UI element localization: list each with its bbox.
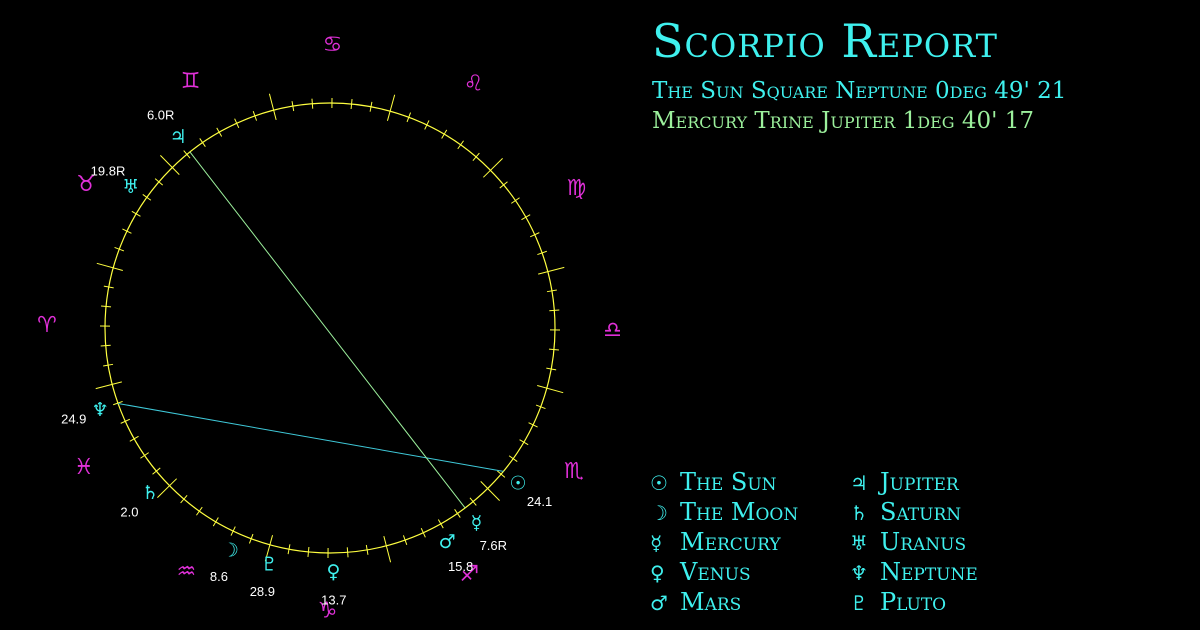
wheel-ticks — [95, 93, 565, 563]
venus-degree-label: 13.7 — [321, 592, 346, 607]
legend-label: Mercury — [680, 528, 781, 556]
saturn-icon: ♄ — [850, 501, 868, 525]
legend-label: Jupiter — [880, 468, 959, 496]
natal-chart-wheel: ♈ ♉ ♊ ♋ ♌ ♍ ♎ ♏ ♐ ♑ ♒ ♓ ☉24.1 ☽ 8.6 ☿ 7.6R ♀ 13.7 ♂ 15.8 ♃ 6.… — [37, 33, 620, 624]
neptune-degree-label: 24.9 — [61, 412, 86, 427]
taurus-sign-icon: ♉ — [76, 172, 96, 197]
pluto-degree-label: 28.9 — [250, 584, 275, 599]
sun-degree-label: 24.1 — [527, 494, 552, 509]
mars-icon: ♂ — [650, 591, 668, 615]
mercury-icon: ☿ — [471, 512, 483, 534]
cancer-sign-icon: ♋ — [323, 33, 343, 58]
legend-item-venus: ♀ Venus — [650, 560, 751, 584]
scorpio-sign-icon: ♏ — [564, 459, 584, 484]
sign-boundary-tick — [386, 94, 396, 121]
mercury-jupiter-trine-line — [189, 151, 466, 509]
sign-boundary-tick — [96, 262, 123, 272]
pluto-icon: ♇ — [850, 591, 868, 615]
sign-boundary-tick — [264, 535, 274, 562]
moon-degree-label: 8.6 — [210, 569, 228, 584]
moon-icon: ☽ — [222, 540, 239, 562]
libra-sign-icon: ♎ — [603, 318, 620, 343]
mars-icon: ♂ — [439, 531, 456, 553]
legend-item-jupiter: ♃ Jupiter — [850, 470, 959, 494]
aquarius-sign-icon: ♒ — [176, 559, 196, 584]
aspect-lines — [117, 151, 504, 509]
sign-boundary-tick — [157, 478, 178, 498]
sagittarius-sign-icon: ♐ — [459, 562, 479, 587]
saturn-degree-label: 2.0 — [120, 504, 138, 519]
legend-label: Pluto — [880, 588, 947, 616]
wheel-circle — [104, 102, 556, 554]
legend-item-mercury: ☿ Mercury — [650, 530, 781, 554]
sun-neptune-square-line — [117, 402, 504, 472]
planet-glyphs: ☉24.1 ☽ 8.6 ☿ 7.6R ♀ 13.7 ♂ 15.8 ♃ 6.0R ♄ 2.0 ♅19.8R ♆… — [61, 108, 552, 608]
pisces-sign-icon: ♓ — [74, 455, 94, 480]
venus-icon: ♀ — [326, 561, 340, 583]
mercury-degree-label: 7.6R — [480, 538, 507, 553]
sign-boundary-tick — [383, 536, 392, 563]
legend-item-moon: ☽ The Moon — [650, 500, 798, 524]
jupiter-degree-label: 6.0R — [147, 108, 174, 123]
uranus-icon: ♅ — [122, 176, 139, 198]
leo-sign-icon: ♌ — [464, 72, 484, 97]
jupiter-icon: ♃ — [170, 126, 187, 148]
sign-boundary-tick — [95, 381, 122, 390]
legend-label: Mars — [680, 588, 742, 616]
jupiter-icon: ♃ — [850, 471, 868, 495]
legend-item-uranus: ♅ Uranus — [850, 530, 966, 554]
report-title: Scorpio Report — [652, 14, 998, 68]
sign-boundary-tick — [480, 480, 500, 501]
pluto-icon: ♇ — [261, 553, 278, 575]
legend-item-mars: ♂ Mars — [650, 590, 741, 614]
neptune-icon: ♆ — [850, 561, 868, 585]
legend-item-sun: ☉ The Sun — [650, 470, 777, 494]
saturn-icon: ♄ — [142, 482, 159, 504]
legend-label: Saturn — [880, 498, 962, 526]
moon-icon: ☽ — [650, 501, 668, 525]
legend-label: Neptune — [880, 558, 978, 586]
sign-boundary-tick — [537, 384, 564, 394]
neptune-icon: ♆ — [92, 399, 109, 421]
sign-boundary-tick — [482, 158, 503, 178]
aries-sign-icon: ♈ — [37, 313, 57, 338]
uranus-degree-label: 19.8R — [91, 163, 126, 178]
sign-boundary-tick — [268, 93, 277, 120]
sun-icon: ☉ — [509, 473, 526, 495]
legend-label: The Sun — [680, 468, 777, 496]
sign-boundary-tick — [538, 266, 565, 275]
mars-degree-label: 15.8 — [448, 559, 473, 574]
legend-item-pluto: ♇ Pluto — [850, 590, 946, 614]
sun-icon: ☉ — [650, 471, 668, 495]
legend-item-saturn: ♄ Saturn — [850, 500, 961, 524]
uranus-icon: ♅ — [850, 531, 868, 555]
gemini-sign-icon: ♊ — [181, 69, 201, 94]
legend-label: Uranus — [880, 528, 967, 556]
sign-boundary-tick — [160, 155, 180, 176]
venus-icon: ♀ — [650, 561, 665, 585]
zodiac-signs: ♈ ♉ ♊ ♋ ♌ ♍ ♎ ♏ ♐ ♑ ♒ ♓ — [37, 33, 620, 624]
mercury-icon: ☿ — [650, 531, 663, 555]
aspect-sun-square-neptune: The Sun Square Neptune 0deg 49' 21 — [652, 78, 1067, 104]
capricorn-sign-icon: ♑ — [318, 598, 338, 623]
legend-label: Venus — [680, 558, 751, 586]
legend-item-neptune: ♆ Neptune — [850, 560, 978, 584]
aspect-mercury-trine-jupiter: Mercury Trine Jupiter 1deg 40' 17 — [652, 108, 1035, 134]
legend-label: The Moon — [680, 498, 799, 526]
virgo-sign-icon: ♍ — [566, 176, 586, 201]
